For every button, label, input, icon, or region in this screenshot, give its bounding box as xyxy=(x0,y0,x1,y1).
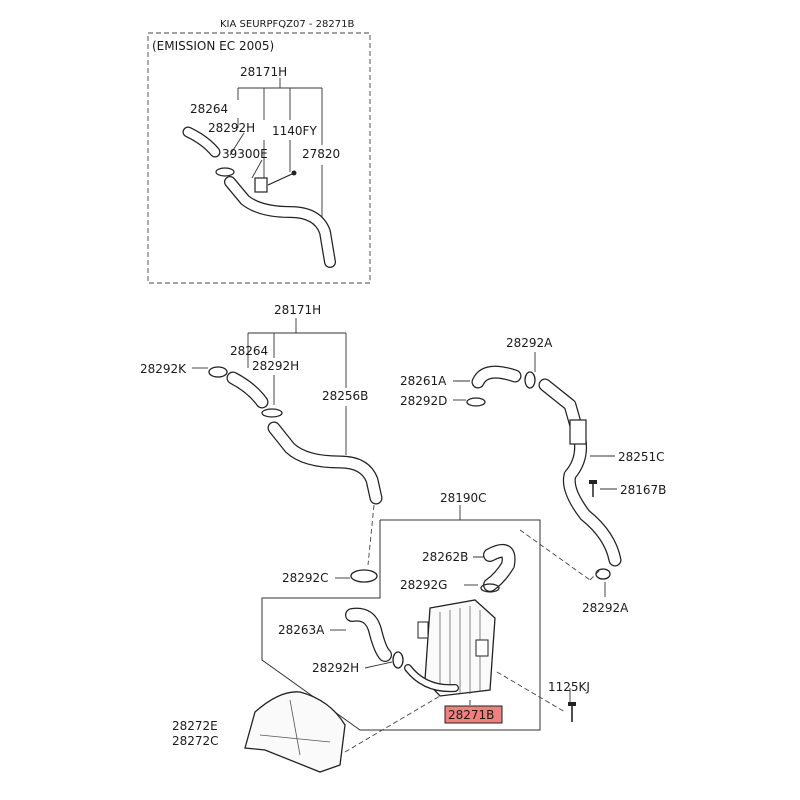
label-bolt-right: 28167B xyxy=(620,483,666,497)
label-clamp-h-top: 28292H xyxy=(252,359,299,373)
left-parts-drawing xyxy=(208,366,383,566)
inset-label-hose: 28264 xyxy=(190,102,228,116)
label-duct-c: 28272C xyxy=(172,734,219,748)
clamp-g-ring xyxy=(480,583,500,593)
intercooler-assembly-frame xyxy=(261,519,541,731)
label-clamp-a-top: 28292A xyxy=(506,336,553,350)
air-duct-shape xyxy=(244,691,346,773)
clamp-d-ring xyxy=(466,397,486,407)
label-clamp-c: 28292C xyxy=(282,571,329,585)
label-clamp-h-bottom: 28292H xyxy=(312,661,359,675)
left-leader-lines xyxy=(192,318,347,455)
right-leader-lines xyxy=(453,352,617,597)
label-hose-left: 28264 xyxy=(230,344,268,358)
inset-hose-drawing xyxy=(182,126,235,177)
inset-label-bolt: 1140FY xyxy=(272,124,317,138)
clamp-a-top-ring xyxy=(524,371,536,389)
inset-pipe-drawing xyxy=(224,170,336,268)
inset-label-pipe: 27820 xyxy=(302,147,340,161)
label-pipe-right: 28251C xyxy=(618,450,665,464)
right-parts-drawing xyxy=(466,365,622,581)
emission-note: (EMISSION EC 2005) xyxy=(152,39,274,53)
inset-label-clamp: 28292H xyxy=(208,121,255,135)
assembly-parts-drawing xyxy=(244,543,576,773)
label-clamp-g: 28292G xyxy=(400,578,447,592)
inset-leader-lines xyxy=(229,78,323,245)
intercooler-core-shape xyxy=(404,599,496,697)
diagram-reference: KIA SEURPFQZ07 - 28271B xyxy=(220,19,354,30)
inset-sensor-shape xyxy=(254,177,268,193)
clamp-k-ring xyxy=(208,366,228,378)
inset-clamp-ring xyxy=(215,167,235,177)
label-duct-e: 28272E xyxy=(172,719,218,733)
clamp-a-bottom-ring xyxy=(595,568,611,580)
label-clamp-a-bottom: 28292A xyxy=(582,601,629,615)
label-clamp-k: 28292K xyxy=(140,362,187,376)
clamp-c-ring xyxy=(350,569,378,583)
label-pipe-left: 28256B xyxy=(322,389,368,403)
intercooler-highlight-box xyxy=(444,705,503,724)
clamp-h-bottom-ring xyxy=(392,651,404,669)
label-bolt-bottom: 1125KJ xyxy=(548,680,590,694)
label-intercooler: 28271B xyxy=(448,708,494,722)
emission-inset-frame xyxy=(147,32,371,284)
inset-label-assembly: 28171H xyxy=(240,65,287,79)
clamp-h-top-ring xyxy=(261,408,283,418)
label-clamp-d: 28292D xyxy=(400,394,447,408)
label-assembly-left: 28171H xyxy=(274,303,321,317)
label-hose-a: 28263A xyxy=(278,623,325,637)
label-hose-right: 28261A xyxy=(400,374,447,388)
label-intercooler-assy: 28190C xyxy=(440,491,487,505)
label-hose-b: 28262B xyxy=(422,550,468,564)
inset-label-sensor: 39300E xyxy=(222,147,268,161)
